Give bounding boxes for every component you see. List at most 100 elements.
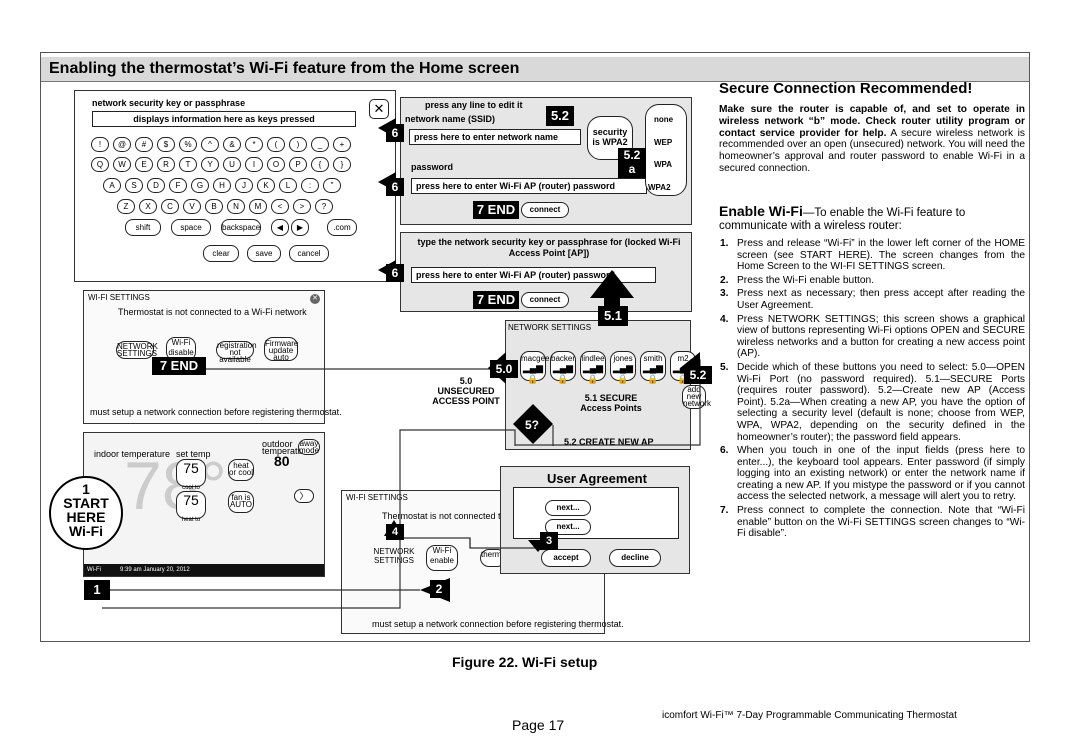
backspace-key[interactable]: backspace xyxy=(221,219,261,236)
sec-wep[interactable]: WEP xyxy=(654,138,673,147)
add-network-button[interactable]: add new network xyxy=(682,385,712,409)
key-0-11[interactable]: + xyxy=(333,137,351,152)
wifi-link[interactable]: Wi-Fi xyxy=(87,567,101,573)
key-1-2[interactable]: E xyxy=(135,157,153,172)
key-0-8[interactable]: ( xyxy=(267,137,285,152)
connect-button[interactable]: connect xyxy=(521,202,569,218)
close-icon[interactable]: ✕ xyxy=(310,294,320,304)
space-key[interactable]: space xyxy=(171,219,211,236)
security-button[interactable]: security is WPA2 xyxy=(587,116,633,160)
figure-caption: Figure 22. Wi-Fi setup xyxy=(452,654,598,670)
close-icon[interactable]: ✕ xyxy=(369,99,389,119)
key-2-3[interactable]: F xyxy=(169,178,187,193)
network-settings-button-2[interactable]: NETWORK SETTINGS xyxy=(373,547,415,565)
sec-wpa2[interactable]: WPA2 xyxy=(648,183,671,192)
fan-button[interactable]: fan is AUTO xyxy=(228,491,254,513)
key-3-6[interactable]: M xyxy=(249,199,267,214)
key-password-field[interactable]: press here to enter Wi-Fi AP (router) pa… xyxy=(411,267,656,283)
key-3-7[interactable]: < xyxy=(271,199,289,214)
accept-button[interactable]: accept xyxy=(541,549,591,567)
key-2-1[interactable]: S xyxy=(125,178,143,193)
registration-button[interactable]: registration not available xyxy=(216,341,257,364)
key-2-8[interactable]: L xyxy=(279,178,297,193)
key-2-2[interactable]: D xyxy=(147,178,165,193)
key-3-0[interactable]: Z xyxy=(117,199,135,214)
key-1-0[interactable]: Q xyxy=(91,157,109,172)
ssid-field[interactable]: press here to enter network name xyxy=(409,129,581,145)
right-arrow-icon[interactable]: ▶ xyxy=(291,219,309,236)
key-3-3[interactable]: V xyxy=(183,199,201,214)
key-2-4[interactable]: G xyxy=(191,178,209,193)
firmware-button[interactable]: Firmware update auto xyxy=(264,337,299,362)
key-1-7[interactable]: I xyxy=(245,157,263,172)
key-3-5[interactable]: N xyxy=(227,199,245,214)
network-name: smith xyxy=(643,354,663,363)
key-0-10[interactable]: _ xyxy=(311,137,329,152)
key-1-9[interactable]: P xyxy=(289,157,307,172)
sec-wpa[interactable]: WPA xyxy=(654,160,673,169)
shift-key[interactable]: shift xyxy=(125,219,161,236)
key-2-6[interactable]: J xyxy=(235,178,253,193)
step-number: 5. xyxy=(720,361,729,373)
step-5-2-badge-2: 5.2 xyxy=(684,366,712,384)
step-text: Press next as necessary; then press acce… xyxy=(737,288,1025,311)
key-3-8[interactable]: > xyxy=(293,199,311,214)
key-0-6[interactable]: & xyxy=(223,137,241,152)
cool-setpoint[interactable]: 75 cool to xyxy=(176,459,206,491)
wifi-settings-title-2: WI-FI SETTINGS xyxy=(346,493,408,502)
key-3-9[interactable]: ? xyxy=(315,199,333,214)
key-0-9[interactable]: ) xyxy=(289,137,307,152)
key-2-10[interactable]: " xyxy=(323,178,341,193)
dotcom-key[interactable]: .com xyxy=(327,219,357,236)
key-0-1[interactable]: @ xyxy=(113,137,131,152)
step-3: 3.Press next as necessary; then press ac… xyxy=(720,288,1025,311)
key-3-4[interactable]: B xyxy=(205,199,223,214)
password-field[interactable]: press here to enter Wi-Fi AP (router) pa… xyxy=(411,178,647,194)
key-0-2[interactable]: # xyxy=(135,137,153,152)
wifi-enable-button[interactable]: Wi-Fi enable xyxy=(426,545,458,571)
key-1-5[interactable]: Y xyxy=(201,157,219,172)
sec-none[interactable]: none xyxy=(654,115,674,124)
key-0-0[interactable]: ! xyxy=(91,137,109,152)
key-0-3[interactable]: $ xyxy=(157,137,175,152)
key-1-1[interactable]: W xyxy=(113,157,131,172)
save-button[interactable]: save xyxy=(247,245,281,262)
heat-setpoint[interactable]: 75 heat to xyxy=(176,491,206,523)
key-3-1[interactable]: X xyxy=(139,199,157,214)
connect-button-2[interactable]: connect xyxy=(521,292,569,308)
key-1-6[interactable]: U xyxy=(223,157,241,172)
step-5-2a-badge: 5.2 a xyxy=(618,148,646,178)
network-button-jones[interactable]: jones▂▄▆ 🔒 xyxy=(610,351,636,384)
key-3-2[interactable]: C xyxy=(161,199,179,214)
clear-button[interactable]: clear xyxy=(203,245,239,262)
step-5q-badge: 5? xyxy=(525,418,540,432)
cancel-button[interactable]: cancel xyxy=(289,245,329,262)
chevron-right-icon[interactable]: 〉 xyxy=(294,489,314,503)
key-1-8[interactable]: O xyxy=(267,157,285,172)
key-0-4[interactable]: % xyxy=(179,137,197,152)
decline-button[interactable]: decline xyxy=(609,549,661,567)
key-2-7[interactable]: K xyxy=(257,178,275,193)
network-button-backer[interactable]: backer▂▄▆ 🔒 xyxy=(550,351,576,384)
key-1-11[interactable]: } xyxy=(333,157,351,172)
user-agreement-title: User Agreement xyxy=(547,471,647,486)
network-button-macgee[interactable]: macgee▂▄▆ 🔒 xyxy=(520,351,549,384)
network-button-lindlee[interactable]: lindlee▂▄▆ 🔒 xyxy=(580,351,606,384)
network-settings-button[interactable]: NETWORK SETTINGS xyxy=(116,341,158,359)
key-1-10[interactable]: { xyxy=(311,157,329,172)
next-button-2[interactable]: next... xyxy=(545,519,591,535)
away-button[interactable]: away mode xyxy=(298,439,320,455)
key-2-5[interactable]: H xyxy=(213,178,231,193)
step-text: When you touch in one of the input field… xyxy=(737,445,1025,503)
step-4: 4.Press NETWORK SETTINGS; this screen sh… xyxy=(720,314,1025,360)
key-1-3[interactable]: R xyxy=(157,157,175,172)
key-2-9[interactable]: : xyxy=(301,178,319,193)
key-0-5[interactable]: ^ xyxy=(201,137,219,152)
left-arrow-icon[interactable]: ◀ xyxy=(271,219,289,236)
key-1-4[interactable]: T xyxy=(179,157,197,172)
key-0-7[interactable]: * xyxy=(245,137,263,152)
key-2-0[interactable]: A xyxy=(103,178,121,193)
network-button-smith[interactable]: smith▂▄▆ 🔒 xyxy=(640,351,666,384)
mode-button[interactable]: heat or cool xyxy=(228,459,254,481)
next-button[interactable]: next... xyxy=(545,500,591,516)
